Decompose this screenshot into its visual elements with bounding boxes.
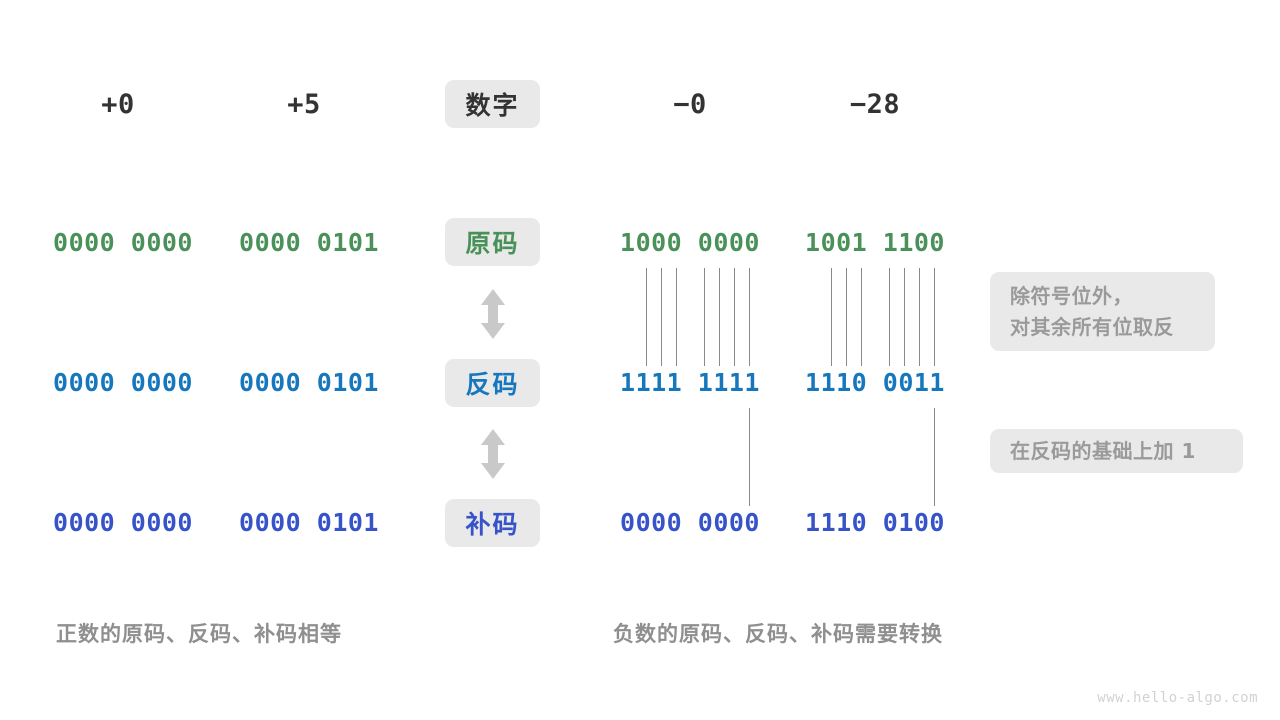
- connector-minus-zero-bit7: [734, 268, 736, 366]
- sign-magnitude-minus-twentyeight: 1001 1100: [805, 227, 945, 257]
- connector-minus-zero-bit5: [704, 268, 706, 366]
- connector-minus-28-bit8: [934, 268, 936, 366]
- sign-magnitude-plus-five: 0000 0101: [239, 227, 379, 257]
- header-value-minus-zero: −0: [673, 88, 707, 120]
- twos-complement-plus-five: 0000 0101: [239, 507, 379, 537]
- carry-connector-minus-zero: [749, 408, 751, 506]
- header-value-plus-five: +5: [287, 88, 321, 120]
- ones-complement-minus-zero: 1111 1111: [620, 367, 760, 397]
- watermark: www.hello-algo.com: [1097, 690, 1258, 706]
- connector-minus-zero-bit4: [676, 268, 678, 366]
- connector-minus-28-bit2: [831, 268, 833, 366]
- header-label-number: 数字: [445, 80, 540, 128]
- row-label-sign-magnitude: 原码: [445, 218, 540, 266]
- note-invert-bits: 除符号位外， 对其余所有位取反: [990, 272, 1215, 351]
- double-arrow-icon-ones-to-twos: [474, 428, 512, 480]
- connector-minus-28-bit7: [919, 268, 921, 366]
- row-label-ones-complement: 反码: [445, 359, 540, 407]
- twos-complement-minus-twentyeight: 1110 0100: [805, 507, 945, 537]
- header-value-minus-twentyeight: −28: [849, 88, 901, 120]
- ones-complement-plus-five: 0000 0101: [239, 367, 379, 397]
- connector-minus-28-bit5: [889, 268, 891, 366]
- connector-minus-28-bit6: [904, 268, 906, 366]
- ones-complement-plus-zero: 0000 0000: [53, 367, 193, 397]
- connector-minus-zero-bit2: [646, 268, 648, 366]
- connector-minus-zero-bit6: [719, 268, 721, 366]
- connector-minus-zero-bit8: [749, 268, 751, 366]
- twos-complement-plus-zero: 0000 0000: [53, 507, 193, 537]
- note-invert-bits-line1: 除符号位外，: [1010, 283, 1133, 308]
- sign-magnitude-minus-zero: 1000 0000: [620, 227, 760, 257]
- caption-positive-numbers: 正数的原码、反码、补码相等: [56, 622, 342, 646]
- connector-minus-zero-bit3: [661, 268, 663, 366]
- caption-negative-numbers: 负数的原码、反码、补码需要转换: [613, 622, 943, 646]
- header-value-plus-zero: +0: [101, 88, 135, 120]
- note-add-one-line1: 在反码的基础上加 1: [1010, 438, 1196, 463]
- note-add-one: 在反码的基础上加 1: [990, 429, 1243, 473]
- connector-minus-28-bit4: [861, 268, 863, 366]
- ones-complement-minus-twentyeight: 1110 0011: [805, 367, 945, 397]
- double-arrow-icon-sign-to-ones: [474, 288, 512, 340]
- note-invert-bits-line2: 对其余所有位取反: [1010, 314, 1174, 339]
- sign-magnitude-plus-zero: 0000 0000: [53, 227, 193, 257]
- connector-minus-28-bit3: [846, 268, 848, 366]
- carry-connector-minus-28: [934, 408, 936, 506]
- twos-complement-minus-zero: 0000 0000: [620, 507, 760, 537]
- row-label-twos-complement: 补码: [445, 499, 540, 547]
